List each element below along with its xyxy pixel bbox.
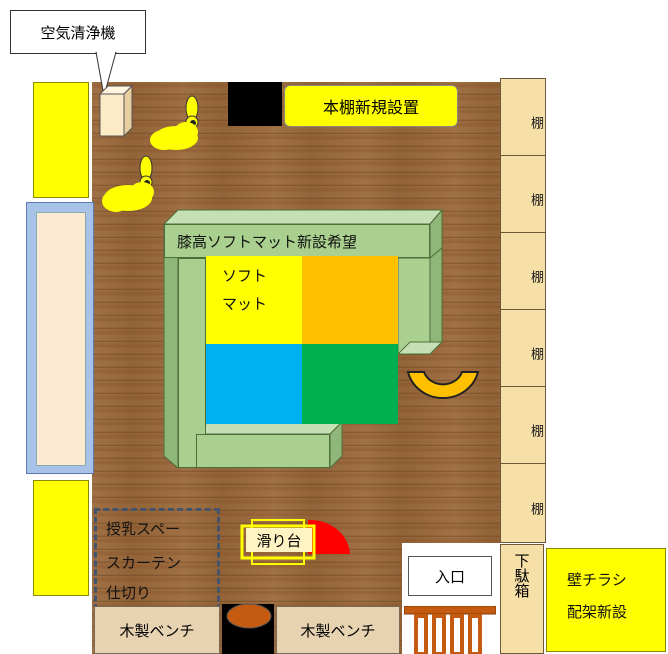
shoe-box: 下駄箱 <box>500 544 544 654</box>
air-purifier-icon <box>98 84 134 138</box>
callout-pointer <box>95 52 117 97</box>
soft-mat-request-banner: 膝高ソフトマット新設希望 <box>164 224 430 258</box>
blue-mat-tile <box>206 344 302 424</box>
shelf-2: 棚 <box>500 155 546 233</box>
nursing-space-zone <box>94 508 220 654</box>
air-purifier-label: 空気清浄機 <box>40 23 116 42</box>
slide-label: 滑り台 <box>256 531 302 550</box>
shelf-column: 棚 棚 棚 棚 棚 棚 <box>500 78 546 544</box>
entrance-sign: 入口 <box>408 556 492 596</box>
bench-right-label: 木製ベンチ <box>300 621 376 640</box>
shelf-4: 棚 <box>500 309 546 387</box>
toy-chick-icon-2 <box>102 155 154 212</box>
soft-mat-label-2: マット <box>222 295 268 313</box>
shelf-label: 棚 <box>528 423 543 437</box>
arc-toy-icon <box>406 371 480 400</box>
new-bookshelf-label: 本棚新規設置 <box>322 98 419 117</box>
left-wall-panel-bottom <box>33 480 89 596</box>
shelf-label: 棚 <box>528 501 543 515</box>
shelf-5: 棚 <box>500 386 546 464</box>
shelf-label: 棚 <box>528 115 543 129</box>
shelf-label: 棚 <box>528 192 543 206</box>
shoe-box-label: 下駄箱 <box>512 553 531 598</box>
nursing-label-1: 授乳スペー <box>106 520 180 538</box>
pillar-top <box>228 82 282 126</box>
window-glass <box>36 212 86 466</box>
shelf-label: 棚 <box>528 269 543 283</box>
shelf-3: 棚 <box>500 232 546 310</box>
entrance-label: 入口 <box>434 567 465 586</box>
soft-mat-label-1: ソフト <box>222 267 268 285</box>
sofa-bottom-seat <box>196 434 330 468</box>
nursing-label-3: 仕切り <box>106 584 152 602</box>
flyer-rack-marker: 壁チラシ 配架新設 <box>546 548 666 652</box>
entrance-door-icon <box>404 606 496 654</box>
flyer-label-1: 壁チラシ <box>567 571 627 589</box>
soft-mat-tile: ソフト マット <box>206 256 302 344</box>
toy-chick-icon <box>150 95 199 150</box>
sofa-left-seat <box>178 258 206 468</box>
soft-mat-sofa-shape <box>162 208 444 470</box>
bench-left-label: 木製ベンチ <box>119 621 195 640</box>
round-stool-icon <box>226 603 272 629</box>
soft-mat-request-label: 膝高ソフトマット新設希望 <box>177 232 358 251</box>
nursing-label-2: スカーテン <box>106 554 182 572</box>
shelf-1: 棚 <box>500 78 546 156</box>
left-wall-panel-top <box>33 82 89 198</box>
shelf-6: 棚 <box>500 463 546 543</box>
flyer-label-2: 配架新設 <box>567 603 628 621</box>
wooden-bench-right: 木製ベンチ <box>276 606 400 654</box>
orange-mat-tile <box>302 256 398 344</box>
shelf-label: 棚 <box>528 346 543 360</box>
green-mat-tile <box>302 344 398 424</box>
new-bookshelf-marker: 本棚新規設置 <box>284 85 458 127</box>
slide-label-box: 滑り台 <box>246 528 312 552</box>
wooden-bench-left: 木製ベンチ <box>94 606 220 654</box>
air-purifier-callout: 空気清浄機 <box>10 10 146 54</box>
